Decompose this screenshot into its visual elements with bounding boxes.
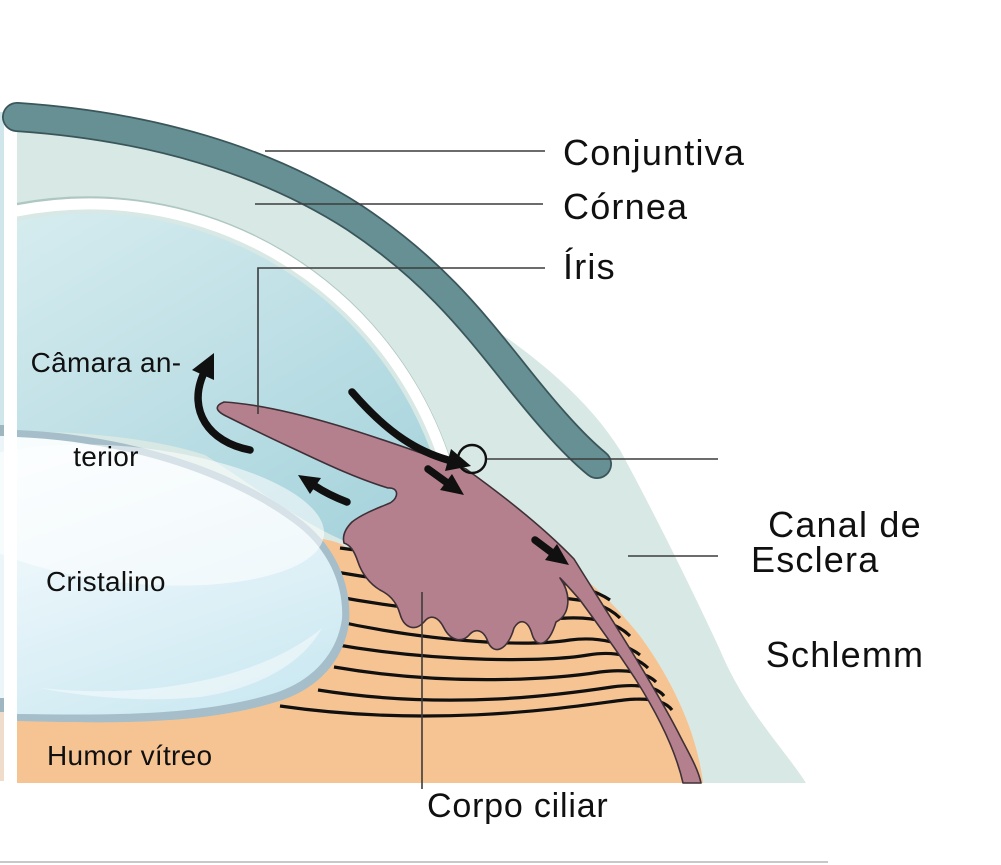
- flow-arrowhead-along-sclera: [545, 544, 569, 565]
- flow-arrowhead-posterior-chamber: [298, 475, 321, 494]
- iris-ciliary-body-shape: [216, 401, 702, 784]
- label-camara-anterior-line1: Câmara an-: [30, 346, 182, 378]
- label-corpo-ciliar: Corpo ciliar: [427, 787, 609, 825]
- label-cornea: Córnea: [563, 186, 689, 227]
- lens-lower-streak: [40, 628, 322, 700]
- label-cristalino: Cristalino: [46, 566, 166, 597]
- label-canal-schlemm-line2: Schlemm: [765, 633, 925, 675]
- label-iris: Íris: [563, 246, 616, 287]
- lens-highlight: [0, 444, 325, 586]
- aqueous-flow-arrows: [192, 353, 569, 565]
- conjunctiva-band: [2, 102, 612, 479]
- label-humor-vitreo: Humor vítreo: [47, 740, 213, 771]
- leader-iris: [257, 267, 545, 414]
- flow-arrow-along-sclera: [531, 536, 555, 556]
- label-conjuntiva: Conjuntiva: [563, 132, 746, 173]
- left-edge-sliver: [0, 112, 4, 781]
- lens-shape: [0, 430, 350, 723]
- label-esclera: Esclera: [751, 539, 880, 580]
- leader-lines: [255, 150, 718, 789]
- flow-arrow-into-ciliary: [424, 465, 450, 486]
- label-camara-anterior: Câmara an- terior: [10, 284, 202, 504]
- flow-arrowhead-up-left-curve: [192, 353, 214, 380]
- flow-arrow-posterior-chamber: [311, 482, 351, 506]
- cornea-chamber-white-gap: [11, 198, 452, 471]
- flow-arrow-to-canal: [348, 388, 452, 464]
- flow-arrowhead-into-ciliary: [440, 474, 464, 495]
- flow-arrow-up-left-curve: [194, 371, 254, 454]
- label-camara-anterior-line2: terior: [73, 440, 139, 472]
- label-canal-schlemm: Canal de Schlemm: [735, 417, 955, 719]
- flow-arrowhead-to-canal: [445, 449, 471, 471]
- label-canal-schlemm-line1: Canal de: [768, 504, 922, 546]
